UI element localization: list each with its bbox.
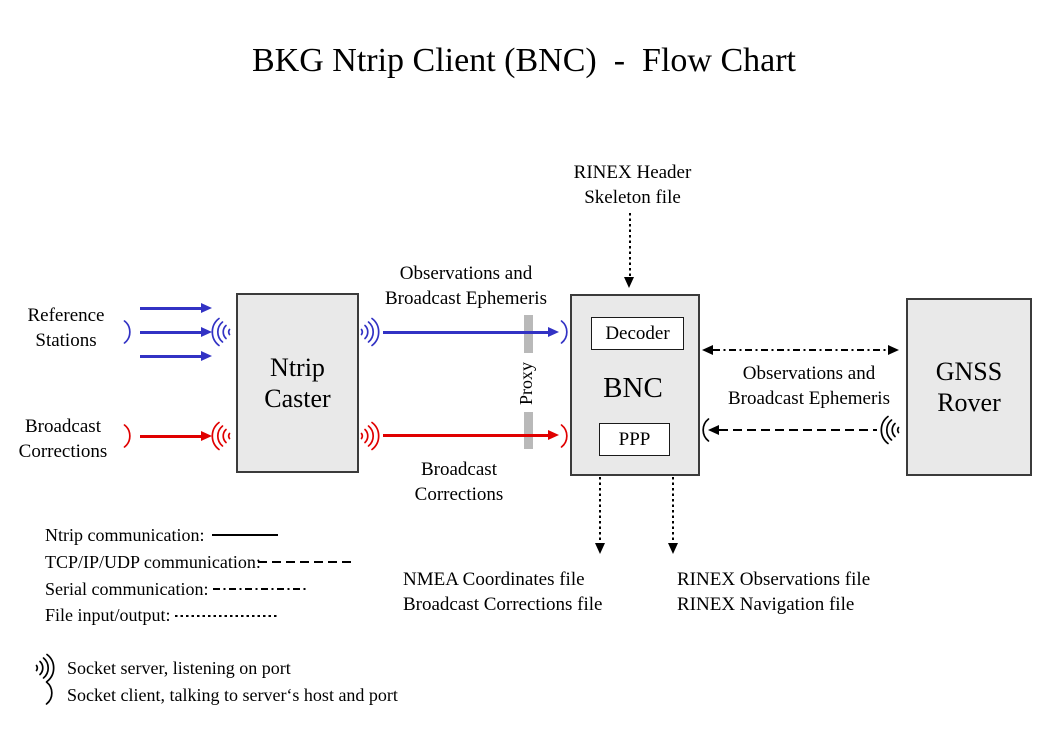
file-output-arrowhead [668,543,678,554]
observations-rover-line1: Observations and [742,363,876,384]
ntrip-caster-line2: Caster [264,384,331,413]
ntrip-arrowhead [548,327,559,337]
decoder-box: Decoder [591,317,684,350]
broadcast-corrections-stream-line2: Corrections [414,484,504,505]
skeleton-file-arrow-line [629,213,631,279]
socket-server-icon [879,415,901,445]
ntrip-arrowhead [201,431,212,441]
socket-server-legend-label: Socket server, listening on port [67,658,291,678]
socket-server-icon [210,421,232,451]
nmea-output-line1: NMEA Coordinates file [403,569,585,590]
legend-file-label: File input/output: [45,605,171,625]
socket-client-icon [700,417,711,443]
legend-dashdot-line [213,588,307,590]
file-output-arrowhead [595,543,605,554]
observations-top-line1: Observations and [399,263,533,284]
socket-server-icon [34,653,56,683]
rinex-output-line2: RINEX Navigation file [677,594,855,615]
ntrip-arrowhead [201,327,212,337]
socket-client-icon [122,423,133,449]
broadcast-corrections-stream-line1: Broadcast [421,459,497,480]
legend-ntrip-label: Ntrip communication: [45,525,205,545]
observations-top-label: Observations and Broadcast Ephemeris [366,261,566,311]
proxy-bar [524,412,533,449]
socket-client-icon [559,319,570,345]
socket-client-icon [44,680,55,706]
broadcast-corrections-input-line1: Broadcast [25,416,101,437]
file-output-arrow-line [599,477,601,545]
observations-rover-label: Observations and Broadcast Ephemeris [709,361,909,411]
nmea-output-line2: Broadcast Corrections file [403,594,603,615]
ntrip-arrow-line [140,435,203,438]
tcp-arrowhead [708,425,719,435]
ntrip-arrow-line [383,331,550,334]
ntrip-caster-line1: Ntrip [270,353,325,382]
ppp-box: PPP [599,423,670,456]
reference-stations-line2: Stations [35,330,97,351]
socket-client-icon [122,319,133,345]
legend-dotted-line [175,615,277,617]
rinex-skeleton-line1: RINEX Header [573,162,692,183]
ntrip-arrowhead [201,303,212,313]
rinex-skeleton-line2: Skeleton file [584,187,681,208]
rinex-skeleton-label: RINEX Header Skeleton file [540,160,725,210]
observations-top-line2: Broadcast Ephemeris [385,288,547,309]
serial-arrowhead-right [888,345,899,355]
legend-solid-line [212,534,278,536]
ntrip-caster-box: Ntrip Caster [236,293,359,473]
ntrip-arrow-line [140,355,203,358]
legend-serial-label: Serial communication: [45,579,209,599]
gnss-rover-box: GNSS Rover [906,298,1032,476]
reference-stations-line1: Reference [27,305,105,326]
proxy-label: Proxy [516,362,536,406]
skeleton-file-arrowhead [624,277,634,288]
rinex-output-line1: RINEX Observations file [677,569,871,590]
ntrip-arrowhead [548,430,559,440]
page-title: BKG Ntrip Client (BNC) - Flow Chart [252,42,796,79]
proxy-bar [524,315,533,353]
socket-server-icon [359,317,381,347]
socket-client-icon [559,423,570,449]
serial-arrowhead-left [702,345,713,355]
gnss-rover-line1: GNSS [935,357,1003,386]
tcp-link-line [719,429,877,431]
bnc-label: BNC [603,372,663,404]
rinex-output-label: RINEX Observations file RINEX Navigation… [677,567,917,617]
socket-server-icon [210,317,232,347]
ntrip-arrow-line [140,331,203,334]
ntrip-arrow-line [383,434,550,437]
socket-server-icon [359,421,381,451]
gnss-rover-line2: Rover [937,388,1001,417]
nmea-output-label: NMEA Coordinates file Broadcast Correcti… [403,567,643,617]
broadcast-corrections-input-line2: Corrections [18,441,108,462]
socket-client-legend-label: Socket client, talking to server‘s host … [67,685,398,705]
ntrip-arrow-line [140,307,203,310]
observations-rover-line2: Broadcast Ephemeris [728,388,890,409]
legend-tcp-label: TCP/IP/UDP communication: [45,552,261,572]
broadcast-corrections-input-label: Broadcast Corrections [5,414,121,464]
legend-dashed-line [258,561,353,563]
decoder-label: Decoder [605,322,670,344]
reference-stations-label: Reference Stations [8,303,124,353]
ntrip-arrowhead [201,351,212,361]
ppp-label: PPP [618,428,651,450]
broadcast-corrections-stream-label: Broadcast Corrections [399,457,519,507]
serial-link-line [713,349,891,351]
file-output-arrow-line [672,477,674,545]
